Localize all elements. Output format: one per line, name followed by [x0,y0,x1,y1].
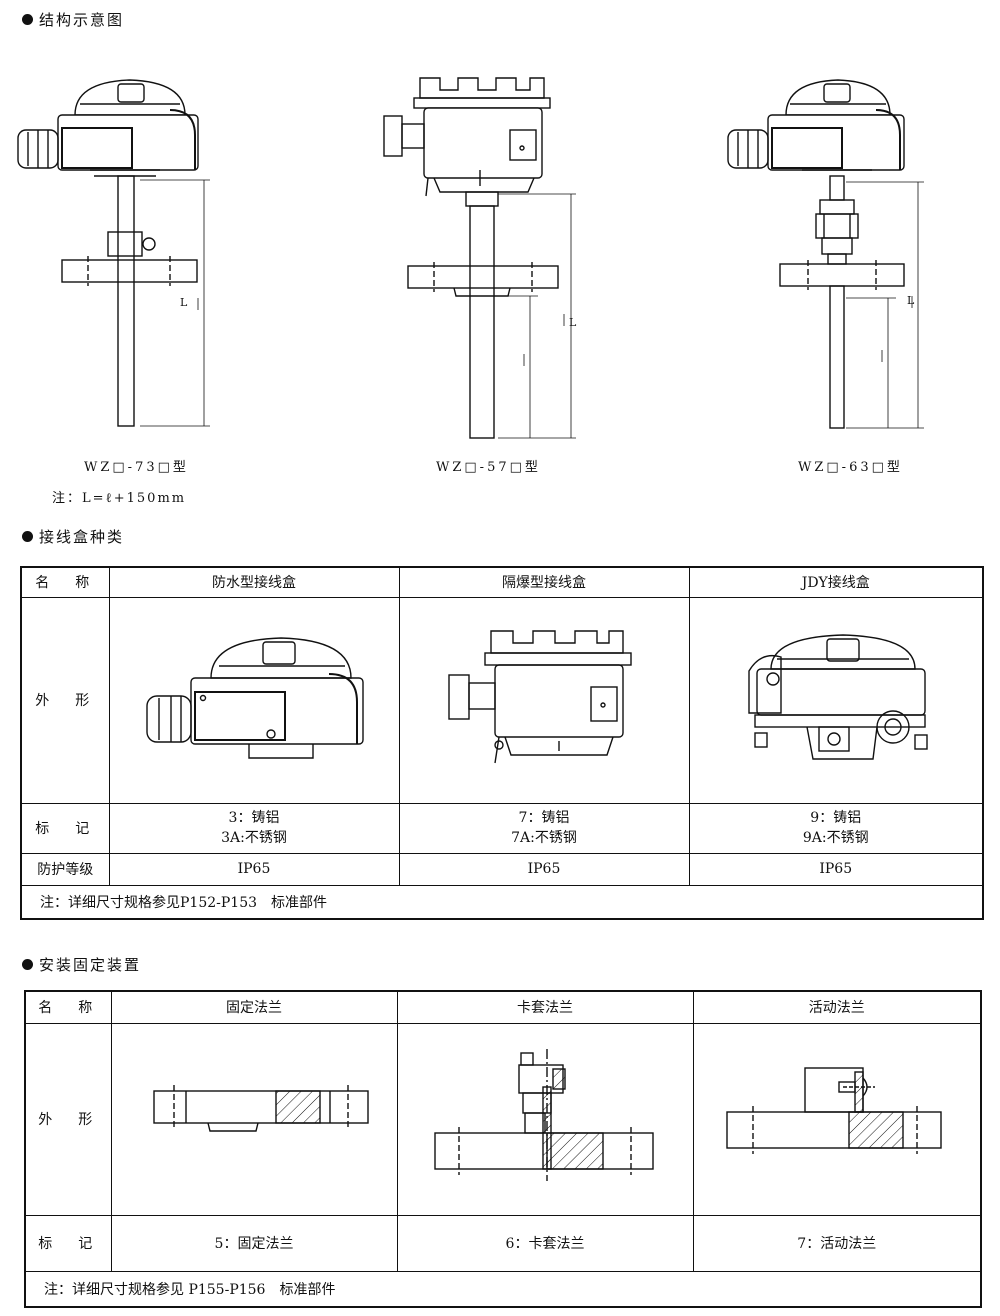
protection-cell: IP65 [688,852,984,886]
dim-label: L [907,294,915,307]
appearance-label: 外 形 [20,596,110,804]
mark-cell: 5：固定法兰 [110,1214,398,1272]
mark-cell: 6：卡套法兰 [396,1214,694,1272]
table-row: 标 记 3：铸铝 3A:不锈钢 7：铸铝 7A:不锈钢 9：铸铝 9A:不锈钢 [20,802,984,854]
table-row: 注：详细尺寸规格参见P152-P153 标准部件 [20,884,984,920]
header-label: 名 称 [20,566,110,598]
mark-cell: 9：铸铝 9A:不锈钢 [688,802,984,854]
mark-cell: 7：铸铝 7A:不锈钢 [398,802,690,854]
model-label-3: WZ□-63□型 [798,460,903,475]
diagram-wz63 [727,79,924,429]
jdy-box-drawing [688,596,984,804]
model-label-2: WZ□-57□型 [436,460,541,475]
structure-note: 注：L=ℓ+150mm [52,491,187,506]
bullet-icon [22,14,33,25]
appearance-label: 外 形 [24,1022,112,1216]
col-header: 防水型接线盒 [108,566,400,598]
mark-label: 标 记 [24,1214,112,1272]
ferrule-flange-drawing [396,1022,694,1216]
table-row: 外 形 [20,596,984,804]
model-label-1: WZ□-73□型 [84,460,189,475]
mounting-table: 名 称 固定法兰 卡套法兰 活动法兰 外 形 [24,990,982,1308]
junction-note: 注：详细尺寸规格参见P152-P153 标准部件 [20,884,984,920]
table-row: 防护等级 IP65 IP65 IP65 [20,852,984,886]
junction-box-table: 名 称 防水型接线盒 隔爆型接线盒 JDY接线盒 外 形 [20,566,984,920]
col-header: 隔爆型接线盒 [398,566,690,598]
table-row: 标 记 5：固定法兰 6：卡套法兰 7：活动法兰 [24,1214,982,1272]
diagram-wz57 [383,77,576,439]
col-header: 卡套法兰 [396,990,694,1024]
waterproof-box-drawing [108,596,400,804]
bullet-icon [22,959,33,970]
table-row: 名 称 防水型接线盒 隔爆型接线盒 JDY接线盒 [20,566,984,598]
bullet-icon [22,531,33,542]
dim-label: L [569,316,577,329]
protection-label: 防护等级 [20,852,110,886]
protection-cell: IP65 [398,852,690,886]
protection-cell: IP65 [108,852,400,886]
mark-cell: 3：铸铝 3A:不锈钢 [108,802,400,854]
explosion-proof-box-drawing [398,596,690,804]
section-title-structure: 结构示意图 [22,9,124,30]
mark-cell: 7：活动法兰 [692,1214,982,1272]
table-row: 名 称 固定法兰 卡套法兰 活动法兰 [24,990,982,1024]
mount-note: 注：详细尺寸规格参见 P155-P156 标准部件 [24,1270,982,1308]
mark-label: 标 记 [20,802,110,854]
col-header: 活动法兰 [692,990,982,1024]
col-header: JDY接线盒 [688,566,984,598]
col-header: 固定法兰 [110,990,398,1024]
section-title-mount: 安装固定装置 [22,954,141,975]
table-row: 外 形 [24,1022,982,1216]
dim-label: L [180,296,188,309]
table-row: 注：详细尺寸规格参见 P155-P156 标准部件 [24,1270,982,1308]
fixed-flange-drawing [110,1022,398,1216]
section-title-junction: 接线盒种类 [22,526,124,547]
header-label: 名 称 [24,990,112,1024]
movable-flange-drawing [692,1022,982,1216]
diagram-wz73 [17,79,210,427]
